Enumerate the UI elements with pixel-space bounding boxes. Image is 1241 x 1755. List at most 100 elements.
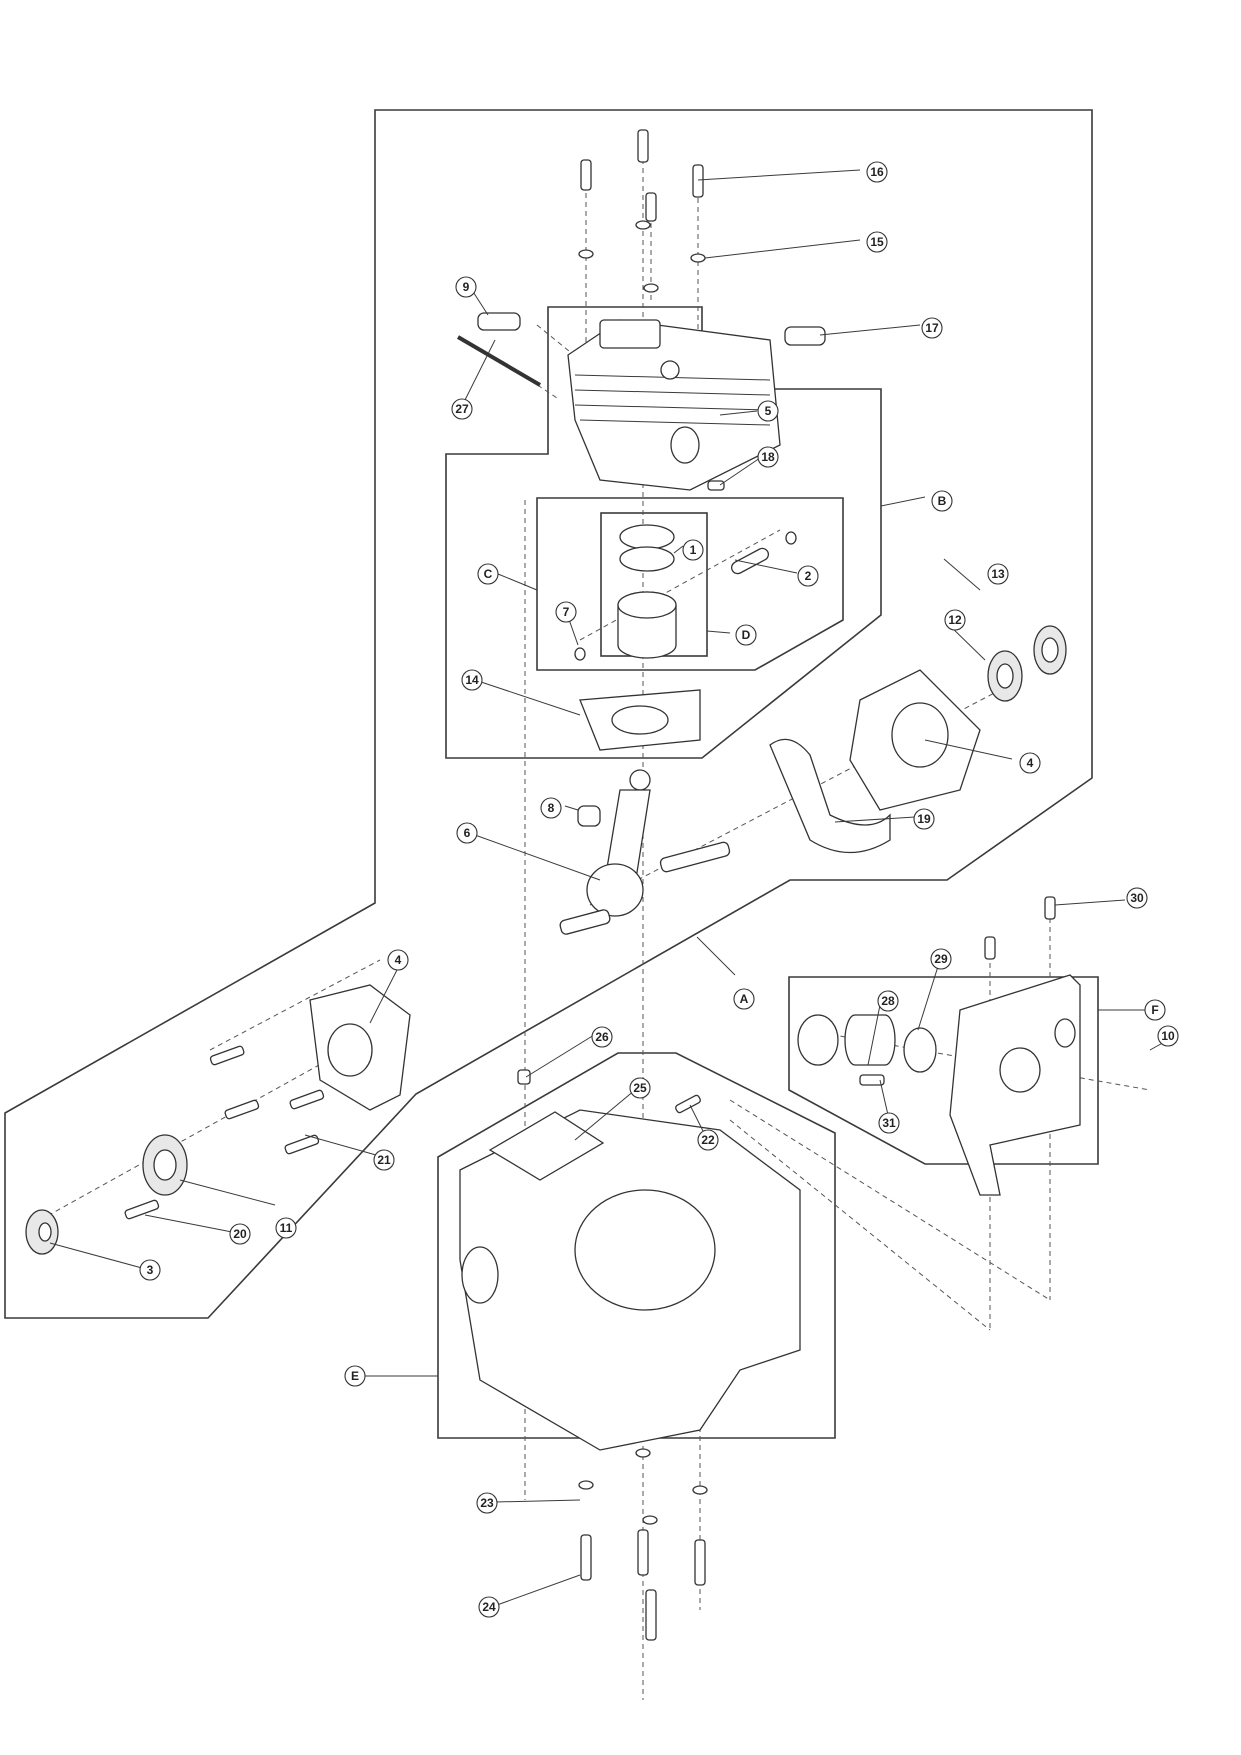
callout-17: 17	[921, 317, 943, 339]
svg-text:21: 21	[377, 1153, 391, 1167]
svg-text:11: 11	[280, 1221, 293, 1235]
bearing-12	[987, 650, 1023, 702]
assembly-frame-c	[536, 497, 844, 671]
svg-text:15: 15	[870, 235, 884, 249]
plug-18	[707, 480, 725, 491]
cylinder	[567, 319, 781, 491]
washers	[578, 220, 708, 1525]
callout-25: 25	[629, 1077, 651, 1099]
callout-13: 13	[987, 563, 1009, 585]
group-label-f: F	[1144, 999, 1166, 1021]
svg-text:16: 16	[870, 165, 884, 179]
callout-22: 22	[697, 1129, 719, 1151]
crankcase-half-right	[849, 669, 981, 811]
seal-rings-f	[797, 1014, 937, 1086]
assembly-frame-e	[437, 1052, 836, 1439]
svg-text:D: D	[742, 628, 751, 642]
callout-5: 5	[757, 400, 779, 422]
callout-4-right: 4	[1019, 752, 1041, 774]
assembly-frame-a	[4, 109, 1093, 1319]
rod	[456, 335, 542, 387]
crankcase	[459, 1109, 801, 1451]
callout-21: 21	[373, 1149, 395, 1171]
svg-text:23: 23	[480, 1496, 494, 1510]
callout-15: 15	[866, 231, 888, 253]
callout-16: 16	[866, 161, 888, 183]
group-label-a: A	[733, 988, 755, 1010]
svg-text:7: 7	[563, 605, 570, 619]
leader-lines	[49, 169, 1169, 1606]
label-sheet	[488, 1111, 605, 1181]
bottom-bolts	[580, 1529, 706, 1641]
svg-text:A: A	[740, 992, 749, 1006]
oil-seal-13	[1033, 625, 1067, 675]
svg-text:3: 3	[147, 1263, 154, 1277]
piston	[617, 591, 677, 659]
callout-29: 29	[930, 948, 952, 970]
svg-text:9: 9	[463, 280, 470, 294]
svg-text:30: 30	[1130, 891, 1144, 905]
assembly-frame-f	[788, 976, 1099, 1165]
group-label-c: C	[477, 563, 499, 585]
piston-rings	[619, 524, 675, 572]
svg-text:24: 24	[482, 1600, 496, 1614]
svg-text:10: 10	[1161, 1029, 1175, 1043]
svg-text:4: 4	[395, 953, 402, 967]
decompression-valve	[477, 312, 521, 331]
group-label-e: E	[344, 1365, 366, 1387]
callout-8: 8	[540, 797, 562, 819]
callout-12: 12	[944, 609, 966, 631]
svg-text:28: 28	[881, 994, 895, 1008]
callout-30: 30	[1126, 887, 1148, 909]
svg-text:6: 6	[464, 826, 471, 840]
group-label-b: B	[931, 490, 953, 512]
callout-7: 7	[555, 601, 577, 623]
crankshaft	[559, 769, 731, 935]
crankcase-gasket	[769, 738, 891, 854]
svg-text:8: 8	[548, 801, 555, 815]
svg-text:1: 1	[690, 543, 697, 557]
svg-text:E: E	[351, 1369, 359, 1383]
callout-28: 28	[877, 990, 899, 1012]
svg-text:22: 22	[701, 1133, 715, 1147]
callout-10: 10	[1157, 1025, 1179, 1047]
cover-screws	[984, 896, 1056, 960]
callout-23: 23	[476, 1492, 498, 1514]
svg-text:5: 5	[765, 404, 772, 418]
needle-bearing	[577, 805, 601, 827]
callout-6: 6	[456, 822, 478, 844]
svg-text:13: 13	[991, 567, 1005, 581]
svg-text:C: C	[484, 567, 493, 581]
svg-text:4: 4	[1027, 756, 1034, 770]
callout-27: 27	[451, 398, 473, 420]
svg-text:19: 19	[917, 812, 931, 826]
callout-3: 3	[139, 1259, 161, 1281]
svg-text:25: 25	[633, 1081, 647, 1095]
callout-2: 2	[797, 565, 819, 587]
callout-18: 18	[757, 446, 779, 468]
callout-24: 24	[478, 1596, 500, 1618]
svg-text:29: 29	[934, 952, 948, 966]
svg-text:17: 17	[925, 321, 939, 335]
svg-text:F: F	[1151, 1003, 1158, 1017]
svg-text:18: 18	[761, 450, 775, 464]
svg-text:2: 2	[805, 569, 812, 583]
pin-22	[675, 1094, 701, 1114]
cover-assembly-f	[949, 974, 1081, 1196]
callout-19: 19	[913, 808, 935, 830]
spark-plug	[784, 326, 826, 346]
group-label-d: D	[735, 624, 757, 646]
callout-11: 11	[275, 1217, 297, 1239]
left-screws	[124, 1045, 325, 1220]
svg-text:12: 12	[948, 613, 962, 627]
svg-text:27: 27	[455, 402, 469, 416]
svg-text:B: B	[938, 494, 947, 508]
svg-text:20: 20	[233, 1227, 247, 1241]
spacer-3	[25, 1209, 59, 1255]
svg-text:14: 14	[465, 673, 479, 687]
callout-1: 1	[682, 539, 704, 561]
callout-31: 31	[878, 1112, 900, 1134]
piston-pin	[574, 531, 797, 661]
cylinder-gasket	[579, 689, 701, 751]
